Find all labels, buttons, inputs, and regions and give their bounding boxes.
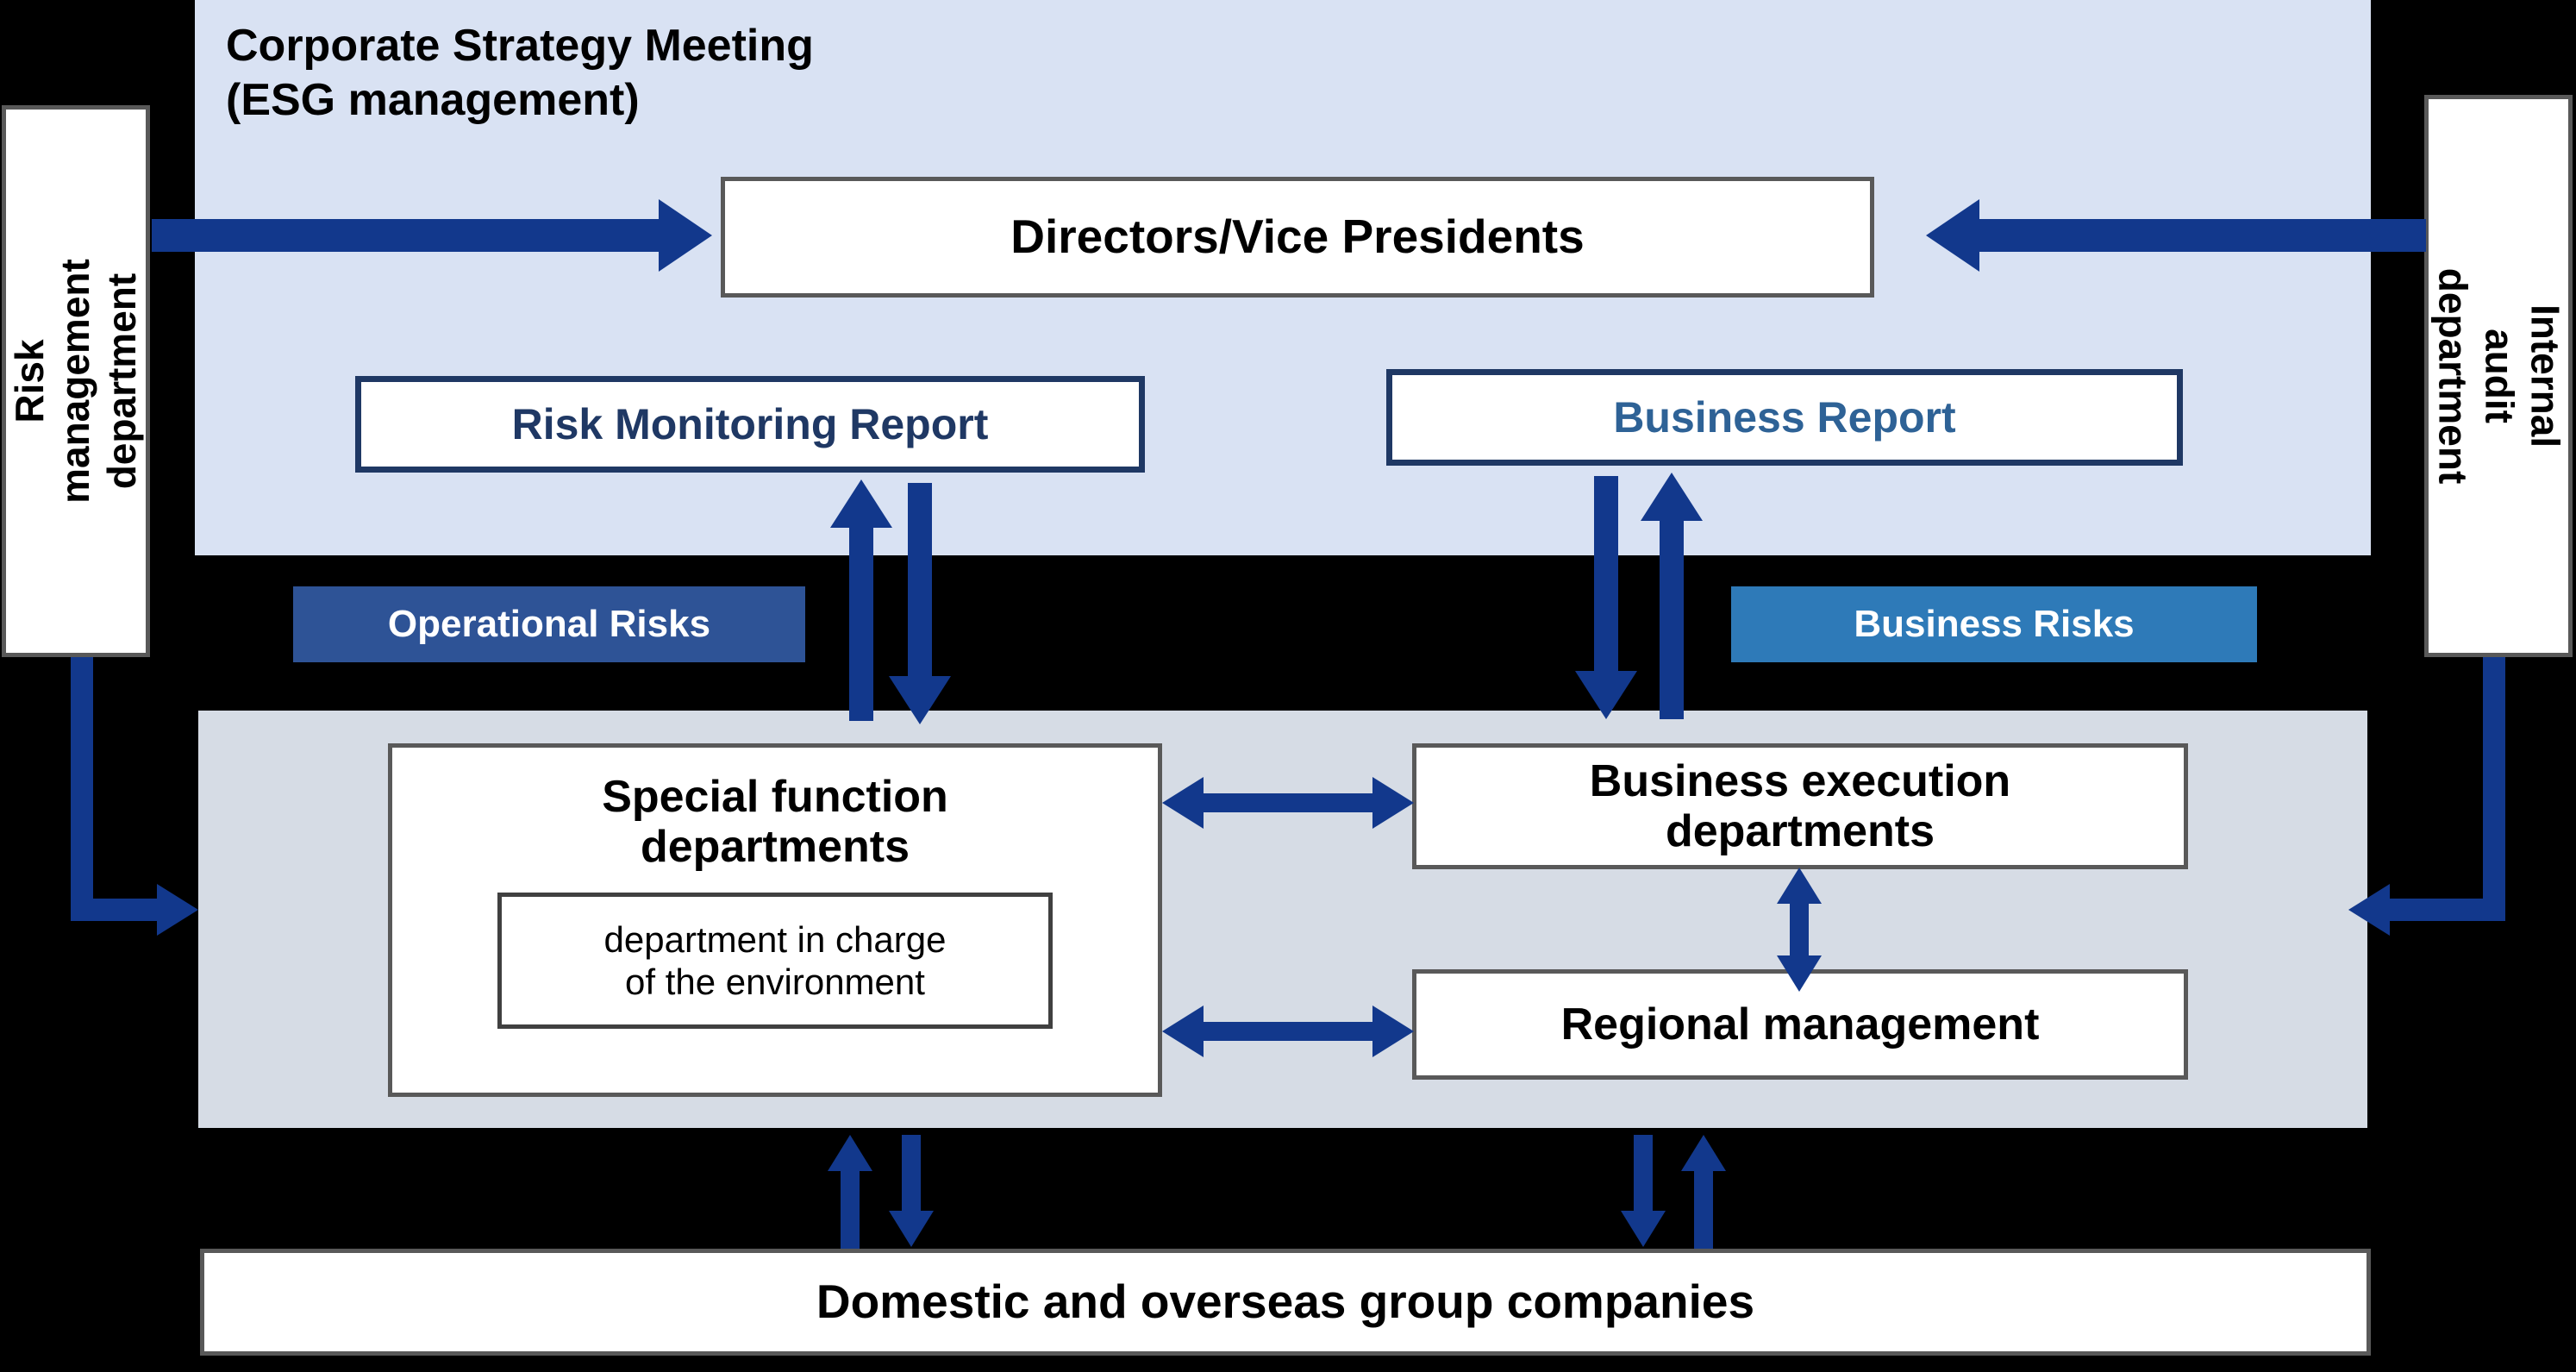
environment-department-box[interactable]: department in charge of the environment [497, 893, 1053, 1030]
internal-audit-department-label: Internal audit department [2430, 267, 2568, 485]
risk-management-department-box[interactable]: Risk management department [2, 105, 150, 657]
business-risks-label: Business Risks [1854, 603, 2135, 645]
business-report-box[interactable]: Business Report [1386, 369, 2183, 466]
risk-management-department-label: Risk management department [6, 259, 144, 504]
business-risks-badge: Business Risks [1731, 586, 2257, 662]
group-companies-box[interactable]: Domestic and overseas group companies [200, 1249, 2371, 1356]
operational-risks-badge: Operational Risks [293, 586, 805, 662]
risk-monitoring-report-box[interactable]: Risk Monitoring Report [355, 376, 1145, 473]
directors-label: Directors/Vice Presidents [1010, 210, 1585, 264]
business-execution-departments-label: Business execution departments [1589, 755, 2011, 856]
operational-risks-label: Operational Risks [387, 603, 711, 645]
business-execution-departments-box[interactable]: Business execution departments [1412, 743, 2188, 869]
group-companies-label: Domestic and overseas group companies [816, 1275, 1755, 1329]
risk-monitoring-report-label: Risk Monitoring Report [511, 399, 989, 448]
page-title: Corporate Strategy Meeting (ESG manageme… [226, 21, 814, 126]
internal-audit-department-box[interactable]: Internal audit department [2424, 95, 2573, 657]
special-function-departments-label: Special function departments [602, 772, 948, 873]
special-function-departments-box[interactable]: Special function departments department … [388, 743, 1162, 1097]
directors-vice-presidents-box[interactable]: Directors/Vice Presidents [721, 177, 1874, 298]
business-report-label: Business Report [1613, 392, 1956, 442]
environment-department-label: department in charge of the environment [603, 918, 947, 1003]
regional-management-label: Regional management [1560, 999, 2040, 1049]
